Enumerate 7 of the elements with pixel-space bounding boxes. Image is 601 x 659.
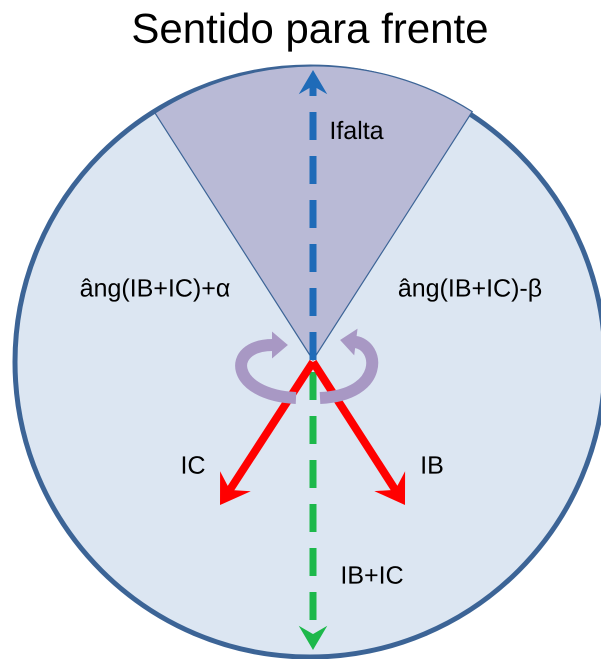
- arrow-label: IB+IC: [342, 566, 403, 584]
- angle-label: âng(IB+IC)+α: [80, 278, 230, 302]
- angle-label: âng(IB+IC)-β: [398, 278, 542, 302]
- title: Sentido para frente: [133, 12, 487, 52]
- arrow-label: Ifalta: [332, 120, 384, 140]
- arrow-label: IC: [182, 456, 205, 474]
- arrow-label: IB: [422, 456, 442, 474]
